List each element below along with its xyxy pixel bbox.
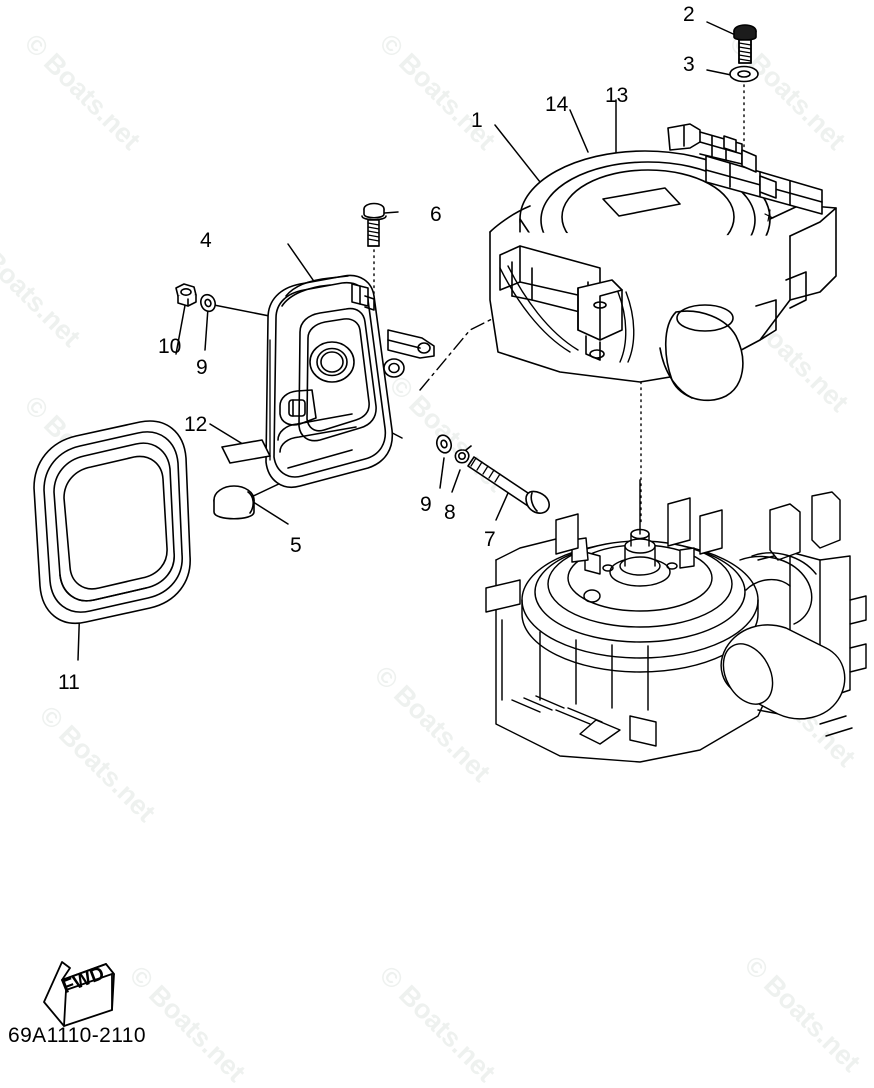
reference-engine-block-flywheel	[485, 479, 867, 763]
part-long-bolt-7	[467, 456, 550, 514]
callout-number-clip[interactable]: 8	[444, 501, 456, 524]
callout-number-washer-upper[interactable]: 3	[683, 53, 695, 76]
part-nut-10	[175, 283, 197, 307]
callout-number-bolt-silencer[interactable]: 6	[430, 203, 442, 226]
callout-number-emblem-center-label[interactable]: 13	[605, 84, 629, 107]
part-bolt-2	[733, 24, 757, 64]
parts-diagram-sheet: © Boats.net© Boats.net© Boats.net© Boats…	[0, 3, 867, 1088]
part-washer-3	[729, 65, 759, 83]
callout-number-washer-left[interactable]: 9	[196, 356, 208, 379]
callout-number-cap-plug[interactable]: 5	[290, 534, 302, 557]
fwd-arrow-marker	[43, 961, 115, 1027]
part-clip-8	[454, 445, 472, 464]
callout-number-gasket-seal-ring[interactable]: 11	[58, 671, 80, 694]
part-washer-9-lower	[435, 434, 453, 454]
part-number-label: 69A1110-2110	[8, 1024, 146, 1047]
part-bolt-6	[361, 202, 387, 247]
part-intake-silencer-case	[265, 274, 435, 488]
callout-number-bolt-long[interactable]: 7	[484, 528, 496, 551]
callout-number-flywheel-cover-housing[interactable]: 1	[471, 109, 483, 132]
callout-number-intake-silencer-case[interactable]: 4	[200, 229, 212, 252]
callout-number-bolt-upper[interactable]: 2	[683, 3, 695, 26]
callout-number-label-plate[interactable]: 12	[184, 413, 208, 436]
callout-number-nut[interactable]: 10	[158, 335, 182, 358]
callout-number-washer-lower[interactable]: 9	[420, 493, 432, 516]
phantom-lines	[419, 299, 531, 391]
part-label-plate	[221, 439, 271, 464]
technical-illustration	[33, 21, 867, 1027]
part-washer-9-left	[200, 293, 216, 313]
callout-number-cover-rim-trim[interactable]: 14	[545, 93, 569, 116]
part-gasket-seal-ring	[33, 420, 191, 625]
assembly-center-lines	[373, 84, 745, 526]
part-flywheel-cover-housing	[489, 123, 837, 402]
part-cap-plug	[213, 485, 255, 520]
